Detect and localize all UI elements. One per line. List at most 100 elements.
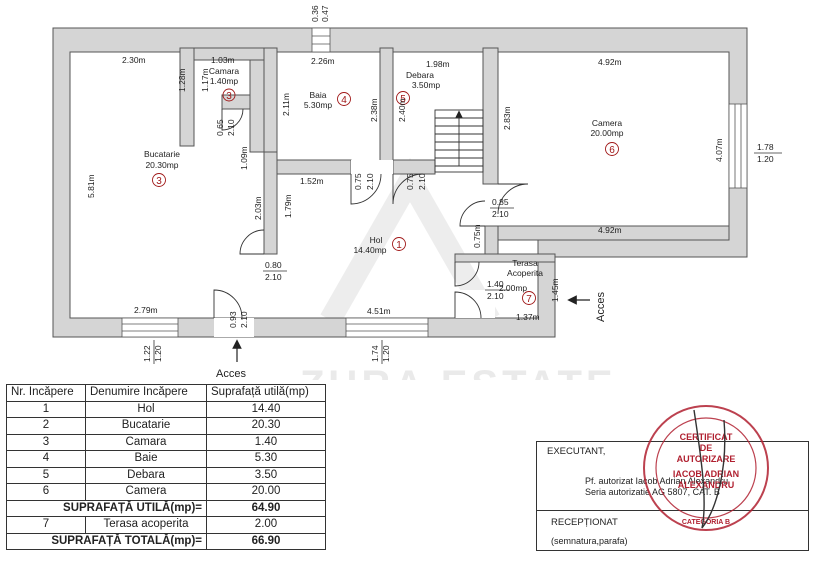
dim-terrace-door-a: 1.40: [487, 279, 504, 289]
table-cell: 2: [6, 417, 86, 435]
executant-label: EXECUTANT,: [547, 446, 606, 457]
stamp-line2: DE: [700, 443, 713, 453]
watermark-brand: ZURA ESTATE: [300, 363, 617, 380]
table-row: 2 Bucatarie 20.30: [6, 417, 326, 435]
room-num-baia: 4: [341, 95, 347, 106]
util-value: 64.90: [206, 499, 326, 517]
dim-door-entry-a: 0.93: [228, 311, 238, 328]
room-area-bucatarie: 20.30mp: [145, 160, 178, 170]
executant-line1: Pf. autorizat Iacob Adrian Alexandru: [585, 476, 729, 486]
reception-label: RECEPȚIONAT: [551, 517, 618, 528]
stamp-line5: ALEXANDRU: [678, 480, 735, 490]
room-area-baia: 5.30mp: [304, 100, 333, 110]
table-cell: 3: [6, 433, 86, 451]
dimension-labels: 0.36 0.47 2.30m 5.81m 2.79m 1.03m 1.28m …: [86, 5, 782, 364]
table-cell: 2.00: [206, 516, 326, 534]
table-row: 5 Debara 3.50: [6, 466, 326, 484]
table-cell: Hol: [85, 400, 207, 418]
table-cell: 5: [6, 466, 86, 484]
reception-note: (semnatura,parafa): [551, 536, 628, 546]
table-cell: Baie: [85, 450, 207, 468]
room-area-camara: 1.40mp: [210, 76, 239, 86]
dim-door-bath-a: 0.75: [353, 173, 363, 190]
dim-top-vent-a: 0.36: [310, 5, 320, 22]
staircase: [434, 109, 484, 173]
table-total-row: SUPRAFAȚĂ TOTALĂ(mp)= 66.90: [6, 532, 326, 550]
room-name-baia: Baia: [309, 90, 326, 100]
dim-win-hall-b: 1.20: [381, 345, 391, 362]
room-name-hol: Hol: [370, 235, 383, 245]
room-name-terasa: Terasa: [512, 258, 538, 268]
stamp-line4: IACOB ADRIAN: [673, 469, 739, 479]
room-num-debara: 5: [400, 94, 406, 105]
table-cell: 1: [6, 400, 86, 418]
total-label: SUPRAFAȚĂ TOTALĂ(mp)=: [6, 532, 207, 550]
table-row: 1 Hol 14.40: [6, 400, 326, 418]
dim-pantry-wall: 1.09m: [239, 146, 249, 170]
table-cell: Camera: [85, 483, 207, 501]
table-row: 7 Terasa acoperita 2.00: [6, 516, 326, 534]
dim-hall-bottom: 4.51m: [367, 306, 391, 316]
executant-section: EXECUTANT, Pf. autorizat Iacob Adrian Al…: [537, 442, 808, 511]
dim-bath-height2: 2.38m: [369, 98, 379, 122]
dim-hall-height: 1.79m: [283, 194, 293, 218]
stamp-line3: AUTORIZARE: [677, 454, 736, 464]
dim-pantry-height2: 1.17m: [200, 68, 210, 92]
dim-pantry-door-b: 2.10: [226, 119, 236, 136]
room-num-terasa: 7: [526, 294, 532, 305]
dim-top-vent-b: 0.47: [320, 5, 330, 22]
table-cell: 3.50: [206, 466, 326, 484]
dim-win-right-b: 1.20: [757, 154, 774, 164]
room-num-camara: 3: [226, 91, 232, 102]
stamp-line1: CERTIFICAT: [680, 432, 733, 442]
table-header-row: Nr. Incăpere Denumire Incăpere Suprafață…: [6, 384, 326, 402]
dim-hall-wall: 2.03m: [253, 196, 263, 220]
floor-plan: ZURA ESTATE: [52, 5, 782, 380]
total-value: 66.90: [206, 532, 326, 550]
room-num-bucatarie: 3: [156, 176, 162, 187]
util-label: SUPRAFAȚĂ UTILĂ(mp)=: [6, 499, 207, 517]
table-util-row: SUPRAFAȚĂ UTILĂ(mp)= 64.90: [6, 499, 326, 517]
room-name-camera: Camera: [592, 118, 623, 128]
room-area-camera: 20.00mp: [590, 128, 623, 138]
windows: [121, 27, 748, 338]
table-cell: Debara: [85, 466, 207, 484]
dim-door-room-a: 0.85: [492, 197, 509, 207]
table-cell: 4: [6, 450, 86, 468]
table-row: 4 Baie 5.30: [6, 450, 326, 468]
dim-door-entry-b: 2.10: [239, 311, 249, 328]
dim-terrace-width: 1.37m: [516, 312, 540, 322]
executant-line2: Seria autorizatie AG 5807, CAT. B: [585, 487, 720, 497]
dim-door-room-c: 0.75m: [472, 224, 482, 248]
dim-bath-height1: 2.11m: [281, 93, 291, 116]
dim-pantry-door-a: 0.65: [215, 119, 225, 136]
dim-room-side: 2.83m: [502, 106, 512, 130]
room-num-hol: 1: [396, 240, 402, 251]
dim-terrace-height: 1.45m: [550, 278, 560, 302]
acces-label-bottom: Acces: [216, 368, 246, 380]
dim-win-kitchen-a: 1.22: [142, 345, 152, 362]
table-cell: Bucatarie: [85, 417, 207, 435]
dim-door-room-b: 2.10: [492, 209, 509, 219]
dim-door-bath-b: 2.10: [365, 173, 375, 190]
room-name-debara: Debara: [406, 70, 434, 80]
acces-label-right: Acces: [595, 292, 607, 322]
dim-kitchen-width: 2.30m: [122, 55, 146, 65]
room-name-bucatarie: Bucatarie: [144, 149, 180, 159]
dim-win-kitchen-b: 1.20: [153, 345, 163, 362]
room-name-camara: Camara: [209, 66, 240, 76]
table-cell: 14.40: [206, 400, 326, 418]
dim-closet-height: 2.40m: [397, 98, 407, 122]
signature-icon: [693, 409, 726, 529]
executant-box: EXECUTANT, Pf. autorizat Iacob Adrian Al…: [536, 441, 809, 551]
dim-win-hall-a: 1.74: [370, 345, 380, 362]
room-labels: Bucatarie 20.30mp 3 Camara 1.40mp 3 Baia…: [144, 66, 624, 305]
dim-door-kitchen-b: 2.10: [265, 272, 282, 282]
room-area-hol: 14.40mp: [353, 245, 386, 255]
dim-room-height: 4.07m: [714, 138, 724, 162]
table-cell: 7: [6, 516, 86, 534]
dim-bath-width: 2.26m: [311, 56, 335, 66]
room-name2-terasa: Acoperita: [507, 268, 543, 278]
table-row: 3 Camara 1.40: [6, 433, 326, 451]
dim-door-closet-b: 2.10: [417, 173, 427, 190]
